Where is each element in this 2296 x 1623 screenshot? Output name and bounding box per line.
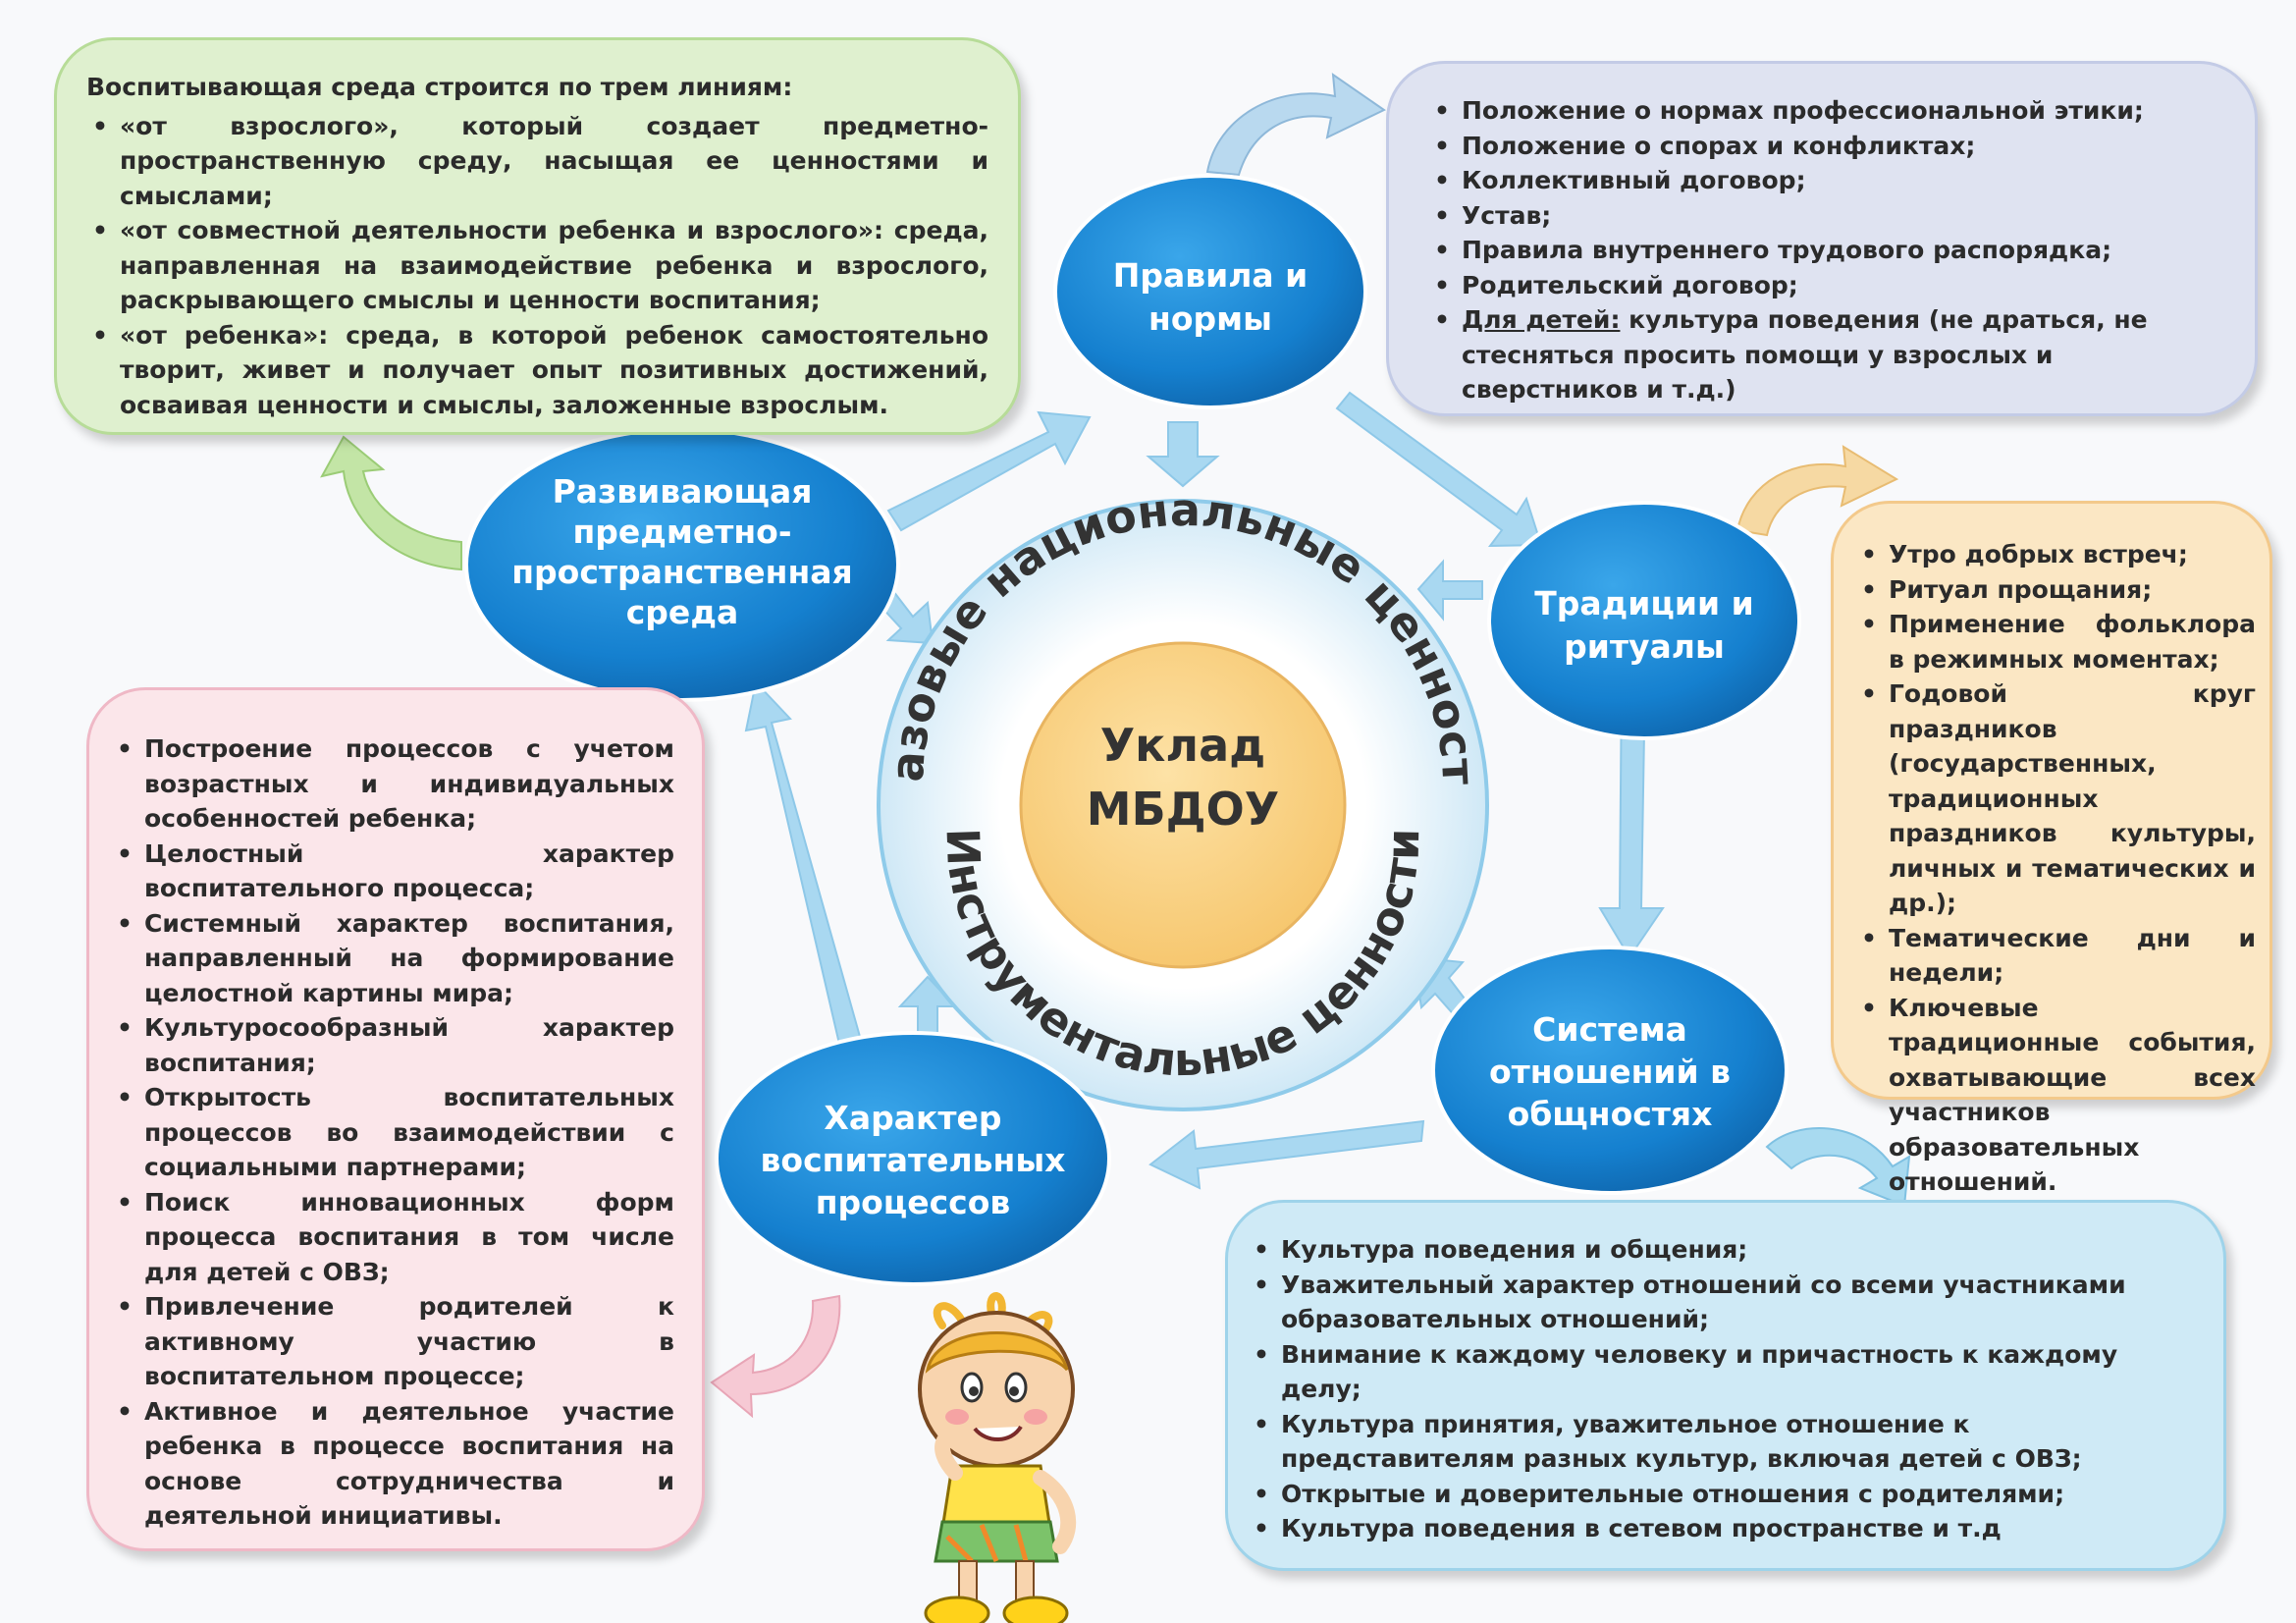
relation-item: Внимание к каждому человеку и причастнос… [1248,1337,2184,1407]
arrow-env-to-rules [886,410,1092,532]
arrow-rules-to-traditions [1335,391,1543,548]
node-processes: Характер воспитательных процессов [715,1031,1111,1286]
node-relations: Система отношений в общностях [1431,946,1789,1195]
tradition-item: Утро добрых встреч; [1855,537,2256,572]
rules-document-item: Родительский договор; [1428,268,2216,303]
environment-line-item: «от ребенка»: среда, в которой ребенок с… [86,318,988,423]
relations-box: Культура поведения и общения; Уважительн… [1225,1200,2226,1571]
tradition-item: Ритуал прощания; [1855,572,2256,608]
process-item: Активное и деятельное участие ребенка в … [111,1394,674,1534]
curved-arrow-environment-icon [320,435,462,571]
arrow-environment-to-center [877,589,934,645]
relation-item: Культура поведения и общения; [1248,1232,2184,1268]
node-processes-line3: процессов [816,1183,1011,1221]
rules-documents-box: Положение о нормах профессиональной этик… [1386,61,2258,416]
node-environment-line2: предметно- [572,513,791,551]
curved-arrow-traditions-icon [1735,445,1899,537]
node-traditions-line1: Традиции и [1534,584,1754,622]
center-core [1019,641,1347,969]
node-processes-line1: Характер [824,1099,1001,1137]
rules-children-item: Для детей: культура поведения (не дратьс… [1428,302,2216,407]
rules-document-item: Коллективный договор; [1428,163,2216,198]
tradition-item: Ключевые традиционные события, охватываю… [1855,991,2256,1200]
node-traditions: Традиции и ритуалы [1487,501,1801,740]
process-item: Целостный характер воспитательного проце… [111,837,674,906]
node-rules-line1: Правила и [1113,256,1308,295]
environment-lines-lead: Воспитывающая среда строится по трем лин… [86,73,793,101]
node-rules-line2: нормы [1148,299,1272,338]
arrow-processes-to-environment [744,679,866,1058]
node-relations-line1: Система [1532,1010,1687,1049]
environment-line-item: «от совместной деятельности ребенка и вз… [86,213,988,318]
node-environment-line1: Развивающая [553,472,813,511]
rules-document-item: Положение о нормах профессиональной этик… [1428,93,2216,129]
node-processes-line2: воспитательных [761,1141,1066,1179]
center-title-line1: Уклад [1100,719,1266,772]
rules-document-item: Устав; [1428,198,2216,234]
curved-arrow-rules-icon [1205,72,1386,177]
arrow-traditions-to-center [1416,559,1483,622]
rules-children-text: культура поведения (не драться, не стесн… [1462,305,2148,404]
node-relations-line2: отношений в [1489,1053,1731,1091]
processes-box: Построение процессов с учетом возрастных… [86,687,705,1551]
process-item: Построение процессов с учетом возрастных… [111,731,674,837]
process-item: Поиск инновационных форм процесса воспит… [111,1185,674,1290]
process-item: Культуросообразный характер воспитания; [111,1010,674,1080]
node-rules: Правила и нормы [1053,174,1367,409]
cartoon-child-illustration [918,1292,1077,1623]
connector-arrows [744,391,1665,1190]
process-item: Открытость воспитательных процессов во в… [111,1080,674,1185]
node-environment-line3: пространственная [511,553,852,591]
rules-children-prefix: Для детей: [1462,305,1621,334]
node-environment: Развивающая предметно- пространственная … [464,427,900,702]
node-relations-line3: общностях [1508,1095,1713,1133]
tradition-item: Тематические дни и недели; [1855,921,2256,991]
relation-item: Культура поведения в сетевом пространств… [1248,1511,2184,1546]
relation-item: Уважительный характер отношений со всеми… [1248,1268,2184,1337]
tradition-item: Применение фольклора в режимных моментах… [1855,607,2256,676]
process-item: Привлечение родителей к активному участи… [111,1289,674,1394]
arrow-rules-to-center [1146,421,1220,488]
environment-line-item: «от взрослого», который создает предметн… [86,109,988,214]
environment-lines-box: Воспитывающая среда строится по трем лин… [54,37,1021,435]
process-item: Системный характер воспитания, направлен… [111,906,674,1011]
relation-item: Открытые и доверительные отношения с род… [1248,1477,2184,1512]
relation-item: Культура принятия, уважительное отношени… [1248,1407,2184,1477]
node-environment-line4: среда [626,593,739,631]
curved-arrow-processes-icon [710,1294,841,1419]
center-title-line2: МБДОУ [1087,783,1279,836]
traditions-box: Утро добрых встреч; Ритуал прощания; При… [1831,501,2272,1196]
arrow-relations-to-processes [1148,1119,1425,1190]
rules-document-item: Положение о спорах и конфликтах; [1428,129,2216,164]
node-traditions-line2: ритуалы [1564,627,1725,666]
rules-document-item: Правила внутреннего трудового распорядка… [1428,233,2216,268]
tradition-item: Годовой круг праздников (государственных… [1855,676,2256,921]
